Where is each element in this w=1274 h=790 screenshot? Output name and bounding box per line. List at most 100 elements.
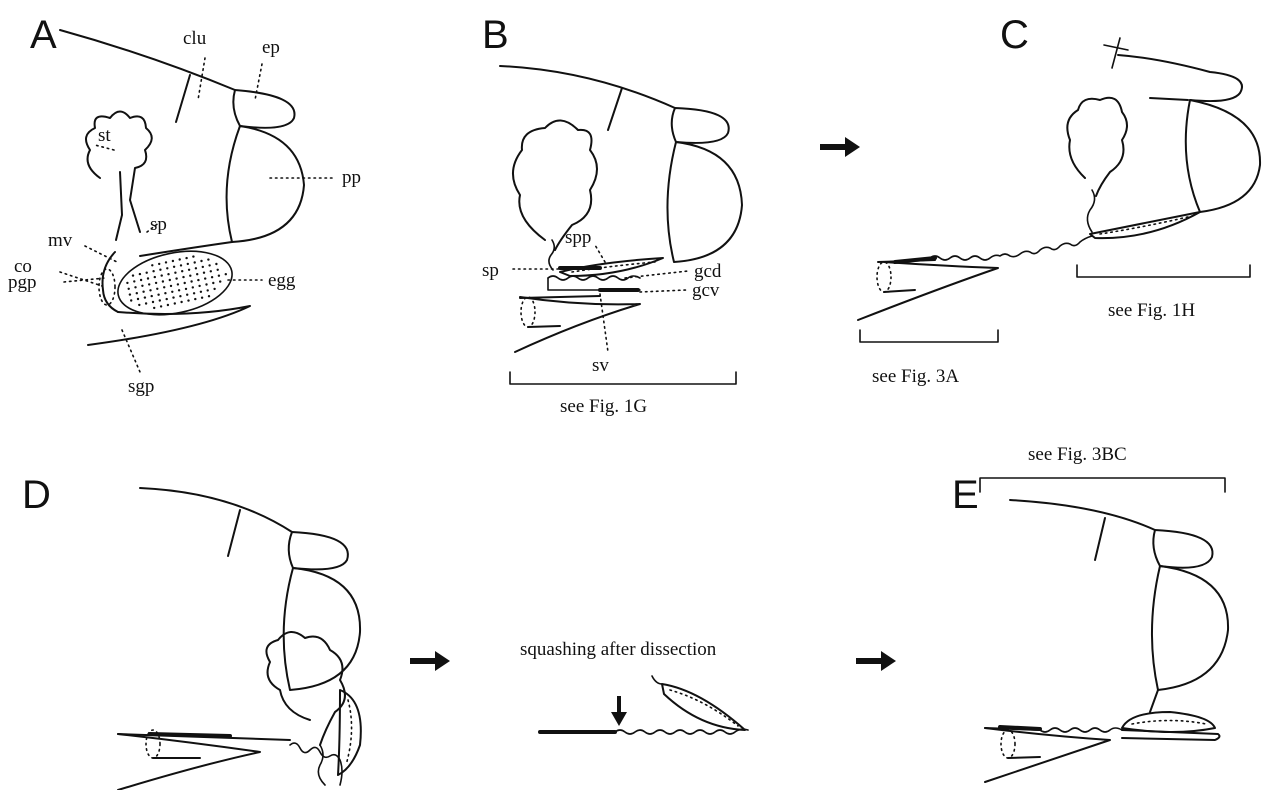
- egg-stipple-dot: [192, 286, 194, 288]
- egg-stipple-dot: [126, 282, 128, 284]
- label-sgp: sgp: [128, 376, 154, 397]
- egg-stipple-dot: [173, 266, 175, 268]
- egg-stipple-dot: [194, 261, 196, 263]
- egg-stipple-dot: [136, 292, 138, 294]
- egg-stipple-dot: [151, 295, 153, 297]
- label-gcd: gcd: [694, 261, 722, 282]
- egg-stipple-dot: [181, 270, 183, 272]
- egg-stipple-dot: [175, 277, 177, 279]
- subgenital-plate-outline: [858, 262, 998, 320]
- egg-stipple-dot: [180, 301, 182, 303]
- egg-stipple-dot: [142, 291, 144, 293]
- egg-stipple-dot: [212, 282, 214, 284]
- spermathecal-duct: [549, 240, 554, 270]
- arrow-right-icon: [856, 651, 896, 671]
- egg-stipple-dot: [129, 293, 131, 295]
- egg-stipple-dot: [180, 264, 182, 266]
- subgenital-plate-outline: [515, 297, 640, 352]
- egg-stipple-dot: [202, 266, 204, 268]
- egg-stipple-dot: [151, 264, 153, 266]
- label-egg: egg: [268, 270, 296, 291]
- panel-letter-b: B: [482, 13, 509, 57]
- ref-fig1g: see Fig. 1G: [560, 396, 647, 417]
- arrow-right-icon: [410, 651, 450, 671]
- leader-ep: [255, 64, 262, 100]
- egg-stipple-dot: [213, 288, 215, 290]
- egg-stipple-dot: [187, 299, 189, 301]
- egg-stipple-dot: [172, 296, 174, 298]
- abdomen-dorsal-outline: [500, 66, 675, 108]
- egg-stipple-dot: [159, 269, 161, 271]
- spermatheca-outline: [1067, 98, 1127, 196]
- egg-stipple-dot: [196, 273, 198, 275]
- epiproct-outline: [289, 532, 348, 569]
- common-oviduct: [877, 262, 891, 292]
- egg-stipple-dot: [218, 275, 220, 277]
- label-pgp: pgp: [8, 272, 37, 293]
- leader-gcv: [640, 290, 686, 292]
- egg-stipple-dot: [132, 274, 134, 276]
- arrow-right-icon: [820, 137, 860, 157]
- egg-stipple-dot: [158, 263, 160, 265]
- egg-stipple-dot: [128, 288, 130, 290]
- egg-stipple-dot: [134, 286, 136, 288]
- panel-e: E see Fig. 3BC: [856, 444, 1228, 782]
- egg-stipple-dot: [184, 282, 186, 284]
- egg-stipple-dot: [192, 255, 194, 257]
- egg-stipple-dot: [225, 273, 227, 275]
- egg-stipple-dot: [167, 304, 169, 306]
- abdomen-dorsal-outline: [60, 30, 235, 90]
- panel-d: D: [22, 473, 361, 790]
- label-pp: pp: [342, 167, 361, 188]
- egg-stipple-dot: [174, 302, 176, 304]
- leader-gcd: [625, 271, 688, 278]
- leader-co: [60, 272, 102, 286]
- egg-stipple-dot: [210, 270, 212, 272]
- egg-stipple-dot: [162, 280, 164, 282]
- common-oviduct: [521, 297, 535, 327]
- egg-stipple-dot: [207, 258, 209, 260]
- ref-fig3a: see Fig. 3A: [872, 366, 959, 387]
- bracket-fig1g: [510, 372, 736, 384]
- egg-stipple-dot: [152, 301, 154, 303]
- segment-line: [608, 88, 622, 130]
- egg-stipple-dot: [146, 272, 148, 274]
- label-mv: mv: [48, 230, 73, 251]
- egg-stipple-dot: [157, 294, 159, 296]
- leader-pgp: [64, 278, 105, 282]
- segment-line: [1095, 518, 1105, 560]
- egg-stipple-dot: [166, 298, 168, 300]
- spermatheca-outline: [86, 112, 152, 233]
- ventral-outline: [140, 242, 232, 256]
- egg-stipple-dot: [153, 307, 155, 309]
- egg-stipple-dot: [141, 285, 143, 287]
- spermathecal-plate-dots: [1132, 721, 1206, 725]
- egg-stipple-dot: [147, 277, 149, 279]
- egg-stipple-dot: [155, 282, 157, 284]
- sheath-wavy-long: [930, 236, 1092, 260]
- abdomen-dorsal-outline: [140, 488, 292, 532]
- panel-letter-e: E: [952, 473, 979, 517]
- subgenital-plate-outline: [118, 734, 260, 790]
- egg-stipple-dot: [198, 285, 200, 287]
- egg-stipple-dot: [145, 302, 147, 304]
- egg-stipple-dot: [208, 295, 210, 297]
- egg-stipple-dot: [194, 298, 196, 300]
- egg-stipple-dot: [185, 257, 187, 259]
- egg-stipple-dot: [219, 280, 221, 282]
- egg-stipple-dot: [167, 273, 169, 275]
- egg-stipple-dot: [160, 305, 162, 307]
- egg-stipple-dot: [171, 291, 173, 293]
- egg-stipple-dot: [207, 289, 209, 291]
- egg-stipple-dot: [195, 267, 197, 269]
- egg-stipple-dot: [166, 267, 168, 269]
- label-clu: clu: [183, 28, 207, 49]
- egg-stipple-dot: [193, 292, 195, 294]
- sheath-wavy: [1040, 728, 1122, 732]
- label-sp: sp: [482, 260, 499, 281]
- egg-stipple-dot: [161, 274, 163, 276]
- egg-stipple-dot: [164, 292, 166, 294]
- leader-clu: [198, 58, 205, 100]
- cut-mark: [1104, 38, 1128, 68]
